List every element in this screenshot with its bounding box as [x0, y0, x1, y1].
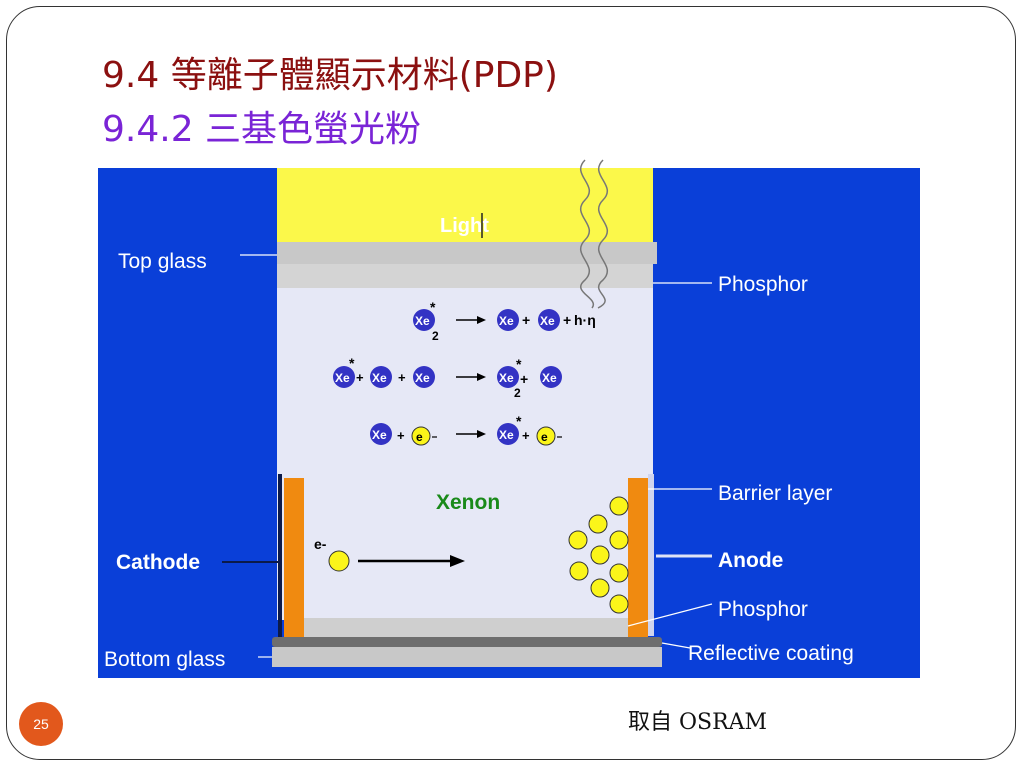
excited-star: * [516, 356, 522, 372]
xe-atom [497, 423, 519, 445]
xe-atom [413, 309, 435, 331]
anode-plate [648, 474, 654, 636]
reaction-arrow-head [477, 373, 486, 381]
xe-atom [538, 309, 560, 331]
plus-sign: + [563, 312, 571, 328]
subscript-2: 2 [432, 329, 439, 343]
xe-atom-label: Xe [415, 314, 430, 328]
xe-atom [497, 309, 519, 331]
electron-cluster [568, 496, 629, 614]
phosphor-bottom-layer [304, 618, 628, 638]
phosphor-top-label: Phosphor [718, 273, 808, 296]
bottom-glass [272, 647, 662, 667]
cluster-electron [588, 514, 608, 534]
bottom-glass-label: Bottom glass [104, 648, 225, 671]
electron [536, 426, 556, 446]
xenon-label: Xenon [436, 491, 500, 514]
plus-sign: + [397, 428, 405, 443]
cathode-label: Cathode [116, 551, 200, 574]
top-glass [277, 242, 657, 264]
reaction-2: Xe * + Xe + Xe Xe * 2 + Xe [333, 355, 562, 400]
electron [328, 550, 350, 572]
phosphor-bottom-label: Phosphor [718, 598, 808, 621]
xe-atom [333, 366, 355, 388]
cathode-plate [278, 474, 282, 638]
reaction-3: Xe + e Xe * + e [370, 413, 562, 446]
xe-atom [413, 366, 435, 388]
reflective-coating-label: Reflective coating [688, 642, 854, 665]
xe-atom-label: Xe [542, 371, 557, 385]
barrier-right [628, 478, 648, 638]
barrier-left [284, 478, 304, 638]
cluster-electron [590, 545, 610, 565]
reaction-arrow-head [477, 316, 486, 324]
xe-atom-label: Xe [540, 314, 555, 328]
xe-atom [370, 423, 392, 445]
cell-interior [277, 288, 653, 620]
xe-atom [370, 366, 392, 388]
xe-atom-label: Xe [335, 371, 350, 385]
plus-sign: + [522, 428, 530, 443]
plus-sign: + [522, 312, 530, 328]
cluster-electron [609, 594, 629, 614]
excited-star: * [516, 413, 522, 429]
source-credit: 取自 OSRAM [628, 710, 768, 735]
cluster-electron [609, 530, 629, 550]
electron-arrow-head [450, 555, 465, 567]
xe-atom [497, 366, 519, 388]
plus-sign: + [398, 370, 406, 385]
xe-atom-label: Xe [499, 371, 514, 385]
top-glass-label: Top glass [118, 250, 207, 273]
cluster-electron [569, 561, 589, 581]
xe-atom-label: Xe [415, 371, 430, 385]
xe-atom-label: Xe [372, 371, 387, 385]
xe-atom-label: Xe [499, 314, 514, 328]
electron-label: e- [314, 536, 327, 552]
reflective-coating-layer [272, 637, 662, 647]
subscript-2: 2 [514, 386, 521, 400]
photon-wave-1 [579, 159, 595, 309]
xe-atom-label: Xe [499, 428, 514, 442]
xe-atom-label: Xe [372, 428, 387, 442]
excited-star: * [349, 355, 355, 371]
photon-energy: h·η [574, 312, 596, 328]
excited-star: * [430, 299, 436, 315]
slide-number-badge: 25 [19, 702, 63, 746]
slide-title: 9.4 等離子體顯示材料(PDP) [102, 55, 558, 96]
cluster-electron [609, 563, 629, 583]
slide-frame [6, 6, 1016, 760]
photon-wave-2 [597, 159, 609, 309]
electron-symbol: e [541, 430, 548, 444]
light-label: Light [440, 215, 489, 237]
barrier-layer-label: Barrier layer [718, 482, 832, 505]
plus-sign: + [356, 370, 364, 385]
cluster-electron [568, 530, 588, 550]
reflective-coating-leader [661, 642, 691, 649]
plus-sign: + [520, 371, 528, 387]
anode-label: Anode [718, 549, 783, 572]
reaction-arrow-head [477, 430, 486, 438]
electron-symbol: e [416, 430, 423, 444]
xe-atom [540, 366, 562, 388]
reaction-1: Xe * 2 Xe + Xe + h·η [413, 299, 596, 343]
phosphor-top-layer [277, 264, 653, 288]
cluster-electron [609, 496, 629, 516]
cluster-electron [590, 578, 610, 598]
light-region [277, 168, 653, 242]
slide-subtitle: 9.4.2 三基色螢光粉 [102, 109, 422, 150]
phosphor-bottom-leader [627, 603, 713, 627]
electron [411, 426, 431, 446]
